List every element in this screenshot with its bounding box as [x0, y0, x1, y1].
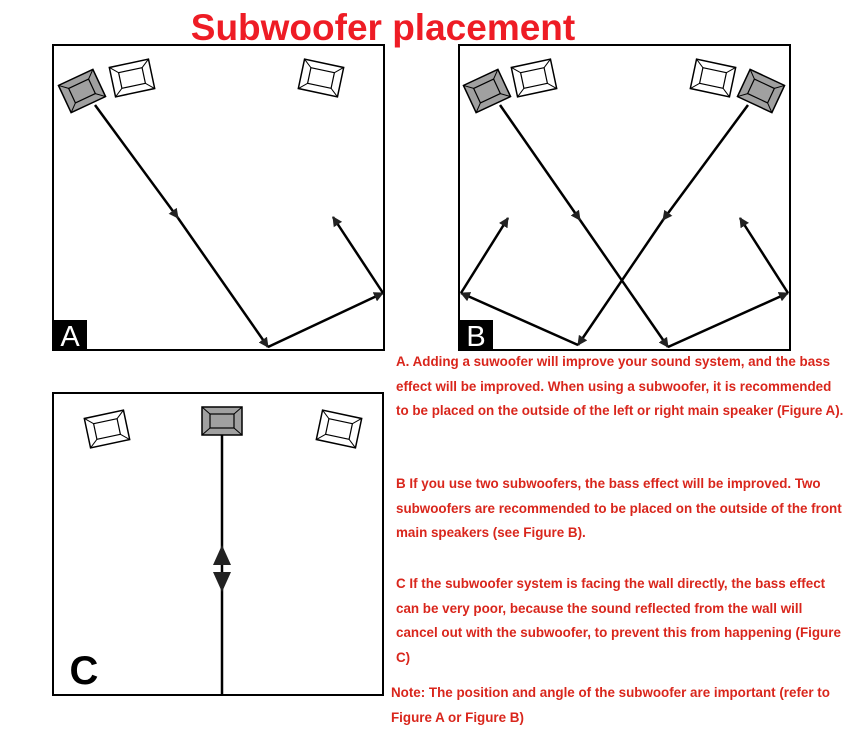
figure-b-label: B	[466, 321, 485, 353]
subwoofer-icon	[57, 68, 107, 114]
subwoofer-icon	[201, 406, 243, 436]
speaker-right-icon	[315, 409, 363, 449]
sound-path-a	[93, 104, 385, 349]
figure-c: C	[52, 392, 384, 696]
speaker-right-icon	[689, 58, 737, 98]
sound-path-b-left	[498, 104, 790, 349]
figure-c-label: C	[70, 649, 99, 693]
description-b: B If you use two subwoofers, the bass ef…	[396, 476, 842, 540]
sound-path-b-right	[459, 104, 750, 347]
room-outline-c	[52, 392, 384, 696]
speaker-left-icon	[510, 58, 558, 98]
speaker-left-icon	[83, 409, 131, 449]
subwoofer-left-icon	[462, 68, 512, 114]
sound-path-c	[213, 435, 231, 695]
figure-b: B	[458, 44, 791, 353]
figure-a: A	[52, 44, 385, 353]
subwoofer-right-icon	[736, 68, 786, 114]
speaker-left-icon	[108, 58, 156, 98]
arrow-up-icon	[213, 545, 231, 565]
room-outline-a	[52, 44, 385, 351]
description-a: A. Adding a suwoofer will improve your s…	[396, 354, 844, 418]
room-outline-b	[458, 44, 791, 351]
speaker-right-icon	[297, 58, 345, 98]
description-c: C If the subwoofer system is facing the …	[396, 576, 841, 665]
arrow-down-icon	[213, 572, 231, 592]
page-title: Subwoofer placement	[190, 7, 576, 48]
note-text: Note: The position and angle of the subw…	[391, 685, 830, 725]
figure-a-label-bg	[53, 320, 87, 350]
figure-a-label: A	[60, 321, 80, 353]
figure-b-label-bg	[459, 320, 493, 350]
